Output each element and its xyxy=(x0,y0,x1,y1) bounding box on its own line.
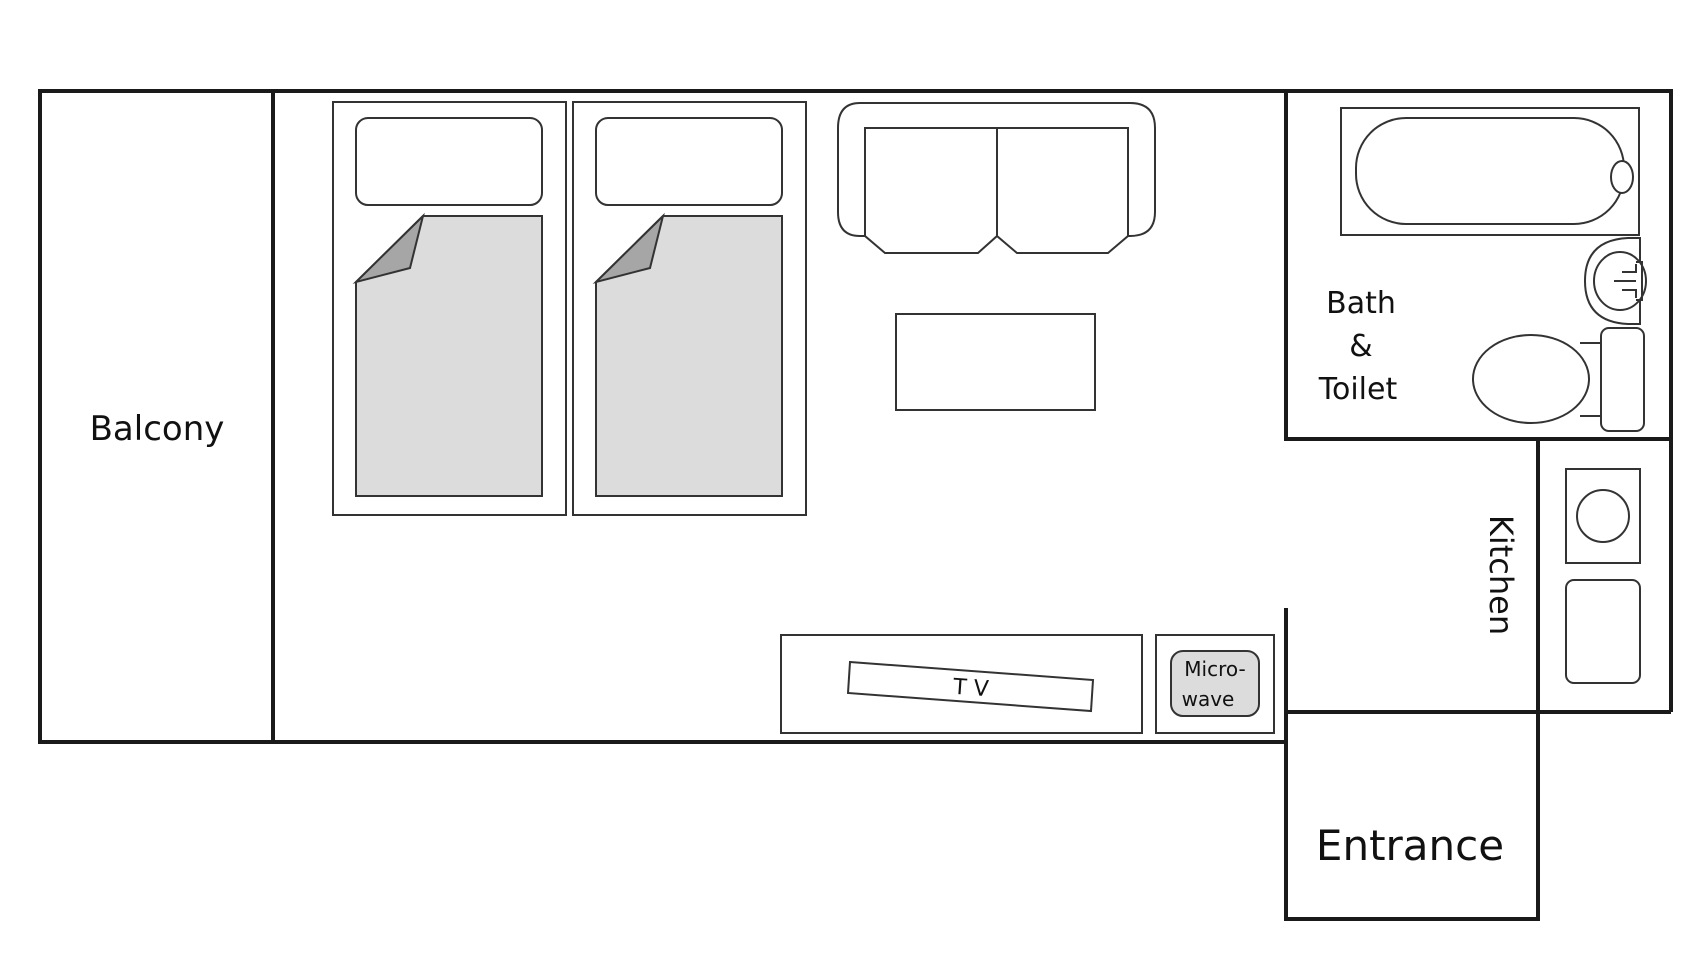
pillow-icon xyxy=(595,117,783,206)
kitchen-label: Kitchen xyxy=(1482,515,1520,635)
sink-faucet xyxy=(1614,261,1643,301)
sofa-seat-left xyxy=(864,127,998,254)
kitchen-sink-icon xyxy=(1565,579,1641,684)
tv-icon xyxy=(846,660,1095,713)
walls xyxy=(38,89,1673,921)
bed-left xyxy=(332,101,567,516)
toilet-icon xyxy=(1472,334,1590,424)
balcony-wall xyxy=(38,89,275,744)
microwave-label-line2: wave xyxy=(1182,687,1235,711)
balcony-label: Balcony xyxy=(90,409,225,449)
tv-stand xyxy=(780,634,1143,734)
bath-label-line2: & xyxy=(1349,329,1372,364)
bath-label-line3: Toilet xyxy=(1318,372,1398,407)
toilet-connector xyxy=(1580,342,1601,417)
bath-fixtures xyxy=(1340,107,1647,432)
entrance-wall xyxy=(1284,710,1540,921)
entrance-label: Entrance xyxy=(1316,821,1504,870)
microwave-counter xyxy=(1155,634,1275,734)
coffee-table-icon xyxy=(895,313,1096,411)
bathtub-basin xyxy=(1355,117,1625,225)
bath-wall xyxy=(1284,89,1673,441)
toilet-tank xyxy=(1600,327,1645,432)
bathtub-drain xyxy=(1610,160,1634,194)
blanket-fold xyxy=(352,212,425,284)
pillow-icon xyxy=(355,117,543,206)
blanket-fold xyxy=(592,212,665,284)
microwave-icon xyxy=(1170,650,1260,717)
tv-label: T V xyxy=(951,675,989,702)
microwave-label-line1: Micro- xyxy=(1184,657,1245,681)
sofa-seat-right xyxy=(996,127,1129,254)
bath-label-line1: Bath xyxy=(1326,286,1396,321)
bed-right xyxy=(572,101,807,516)
kitchen-fixtures xyxy=(1565,468,1641,684)
stove-burner xyxy=(1576,489,1630,543)
sofa-icon xyxy=(837,102,1156,254)
